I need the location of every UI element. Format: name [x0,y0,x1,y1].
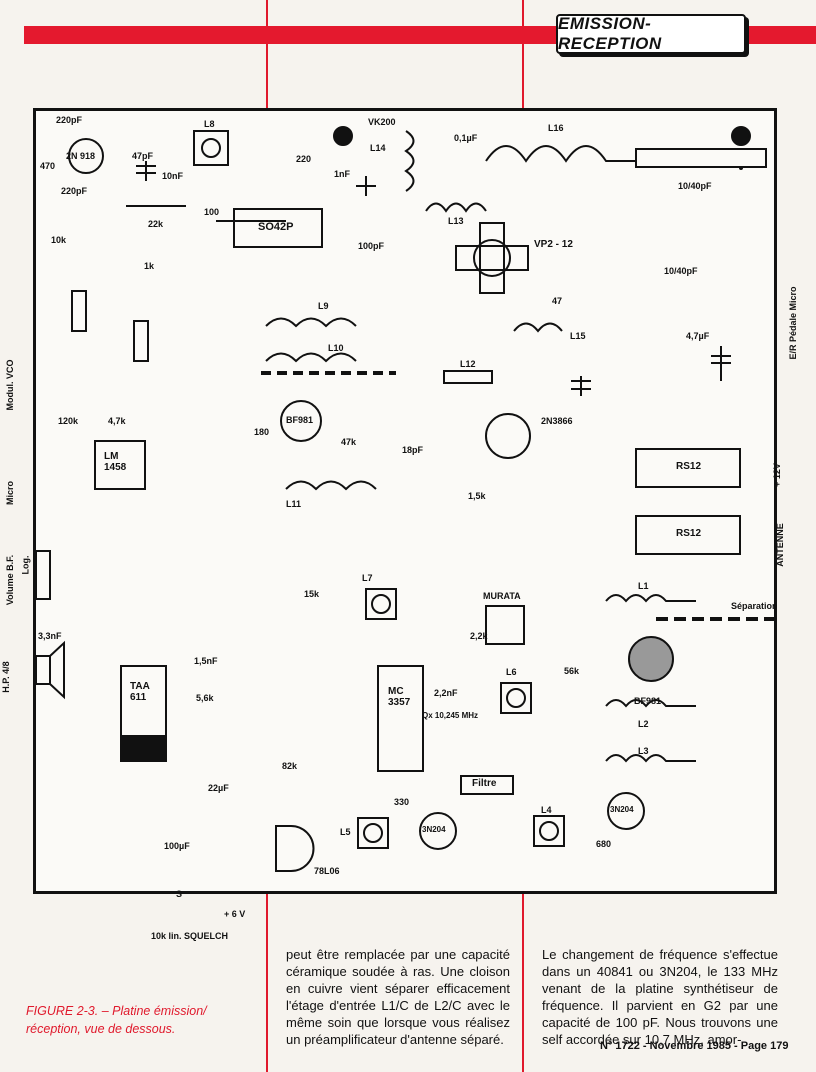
chip-rs12-a: RS12 [676,461,702,472]
coil-L3: L3 [638,746,649,756]
coil-L6: L6 [506,667,517,677]
value-47: 47 [552,296,563,306]
header-red-bar [24,26,560,44]
value-4-7k: 4,7k [108,416,126,426]
text-column-3: Le changement de fréquence s'effectue da… [542,947,778,1047]
coil-L5: L5 [340,827,351,837]
value-100uF: 100µF [164,841,190,851]
label-er-pedale-micro: E/R Pédale Micro [788,286,798,360]
chip-vp212: VP2 - 12 [534,239,573,250]
label-log: Log. [20,555,31,575]
value-680: 680 [596,839,612,849]
chip-filtre: Filtre [472,778,497,789]
chip-2n3866: 2N3866 [541,416,573,426]
chip-3n204-a: 3N204 [422,825,446,834]
value-47k: 47k [341,437,357,447]
value-1-5k: 1,5k [468,491,486,501]
page-footer: N° 1722 - Novembre 1985 - Page 179 [600,1040,789,1052]
label-micro: Micro [5,481,15,506]
label-s: S [176,889,183,899]
coil-L16: L16 [548,123,564,133]
label-plus-12v: + 12V [772,463,782,487]
coil-L14: L14 [370,143,386,153]
value-10-40pF-2: 10/40pF [664,266,698,276]
coil-L8: L8 [204,119,215,129]
label-squelch: 10k lin. SQUELCH [151,931,229,941]
header-red-bar-right [742,26,816,44]
text-column-2: peut être remplacée par une capacité cér… [286,947,510,1047]
label-plus6v: + 6 V [224,909,246,919]
value-100: 100 [204,207,220,217]
coil-L10: L10 [328,343,344,353]
value-220pF-2: 220pF [61,186,88,196]
figure-caption: FIGURE 2-3. – Platine émission/ réceptio… [26,1004,207,1036]
value-47pF: 47pF [132,151,154,161]
value-1-5nF: 1,5nF [194,656,218,666]
label-volume-bf: Volume B.F. [5,554,15,606]
value-82k: 82k [282,761,298,771]
coil-L2: L2 [638,719,649,729]
value-10nF: 10nF [162,171,184,181]
value-220pF: 220pF [56,115,83,125]
coil-L9: L9 [318,301,329,311]
schematic-board: 2N 918 SO42P VP2 - 12 BF981 2N3866 RS12 … [33,108,778,941]
coil-L11: L11 [286,499,302,509]
value-10k: 10k [51,235,67,245]
label-vk200: VK200 [368,117,396,127]
value-180: 180 [254,427,270,437]
value-1k: 1k [144,261,155,271]
value-5-6k: 5,6k [196,693,214,703]
chip-taa611: TAA 611 [130,681,150,703]
label-modul-vco: Modul. VCO [5,359,15,411]
label-antenne: ANTENNE [775,523,785,567]
chip-78l06: 78L06 [314,866,340,876]
value-470: 470 [40,161,56,171]
chip-murata: MURATA [483,591,521,601]
chip-rs12-b: RS12 [676,528,702,539]
chip-so42p: SO42P [258,221,294,233]
chip-mc3357: MC 3357 [388,686,411,708]
value-10-40pF: 10/40pF [678,181,712,191]
value-2-2k: 2,2k [470,631,488,641]
value-22k: 22k [148,219,164,229]
label-hp: H.P. 4/8 [1,661,11,693]
value-22uF: 22µF [208,783,229,793]
coil-L7: L7 [362,573,373,583]
value-1nF: 1nF [334,169,351,179]
value-2-2nF: 2,2nF [434,688,458,698]
value-18pF: 18pF [402,445,424,455]
chip-bf981-a: BF981 [286,415,314,425]
schematic-drawing [36,126,774,872]
value-0-1uF: 0,1µF [454,133,478,143]
value-100pF: 100pF [358,241,385,251]
value-330: 330 [394,797,410,807]
chip-qx-10245: Qx 10,245 MHz [422,711,479,720]
value-56k: 56k [564,666,580,676]
chip-3n204-b: 3N204 [610,805,634,814]
coil-L4: L4 [541,805,552,815]
section-tag: EMISSION-RECEPTION [556,14,746,54]
chip-bf981-b: BF981 [634,696,662,706]
value-220: 220 [296,154,312,164]
value-120k: 120k [58,416,79,426]
coil-L15: L15 [570,331,586,341]
chip-lm1458: LM 1458 [104,451,127,473]
coil-L12: L12 [460,359,476,369]
value-4-7uF: 4,7µF [686,331,710,341]
chip-2n918: 2N 918 [66,151,96,161]
label-separation: Séparation [731,601,778,611]
coil-L13: L13 [448,216,464,226]
value-15k: 15k [304,589,320,599]
value-3-3nF: 3,3nF [38,631,62,641]
coil-L1: L1 [638,581,649,591]
